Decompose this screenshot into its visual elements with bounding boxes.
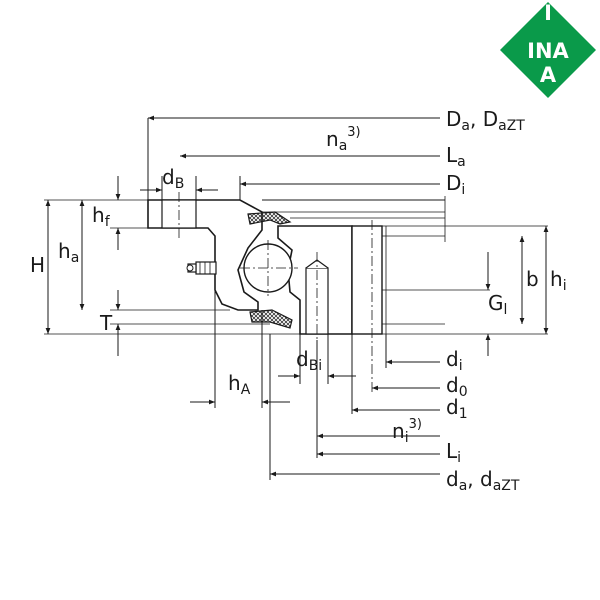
- logo-diamond: [500, 2, 596, 98]
- inner-ring: [277, 225, 353, 340]
- gear-teeth-region: [351, 220, 445, 392]
- label-ni: ni3): [392, 417, 422, 446]
- label-H: H: [30, 253, 45, 277]
- label-dBi: dBi: [296, 347, 322, 374]
- label-La: La: [446, 143, 466, 170]
- label-d0: d0: [446, 373, 468, 400]
- svg-text:La: La: [446, 143, 466, 170]
- label-hA: hA: [228, 371, 251, 398]
- label-d1: d1: [446, 395, 468, 422]
- svg-text:Li: Li: [446, 439, 461, 466]
- outer-ring: [147, 192, 263, 311]
- svg-text:dB: dB: [162, 165, 184, 192]
- label-b: b: [526, 267, 539, 291]
- label-Li: Li: [446, 439, 461, 466]
- logo-letter-top: I: [544, 1, 552, 25]
- svg-text:da, daZT: da, daZT: [446, 467, 520, 494]
- label-hi: hi: [550, 267, 567, 294]
- svg-text:ni3): ni3): [392, 417, 422, 446]
- seals: [247, 211, 293, 329]
- label-da: da, daZT: [446, 467, 520, 494]
- grease-nipple: [186, 261, 217, 275]
- svg-text:dBi: dBi: [296, 347, 322, 374]
- svg-text:Di: Di: [446, 171, 465, 198]
- svg-text:hf: hf: [92, 203, 111, 230]
- svg-text:d1: d1: [446, 395, 468, 422]
- svg-text:di: di: [446, 347, 463, 374]
- logo-text: INA: [527, 39, 569, 63]
- svg-text:d0: d0: [446, 373, 468, 400]
- label-Di: Di: [446, 171, 465, 198]
- label-T: T: [99, 311, 113, 335]
- label-di: di: [446, 347, 463, 374]
- svg-text:Da, DaZT: Da, DaZT: [446, 107, 525, 134]
- svg-text:Gl: Gl: [488, 291, 507, 318]
- svg-text:b: b: [526, 267, 539, 291]
- rolling-ball: [240, 240, 298, 296]
- label-Gl: Gl: [488, 291, 507, 318]
- svg-text:ha: ha: [58, 239, 79, 266]
- top-seal: [247, 211, 292, 225]
- svg-text:T: T: [99, 311, 113, 335]
- label-hf: hf: [92, 203, 111, 230]
- label-ha: ha: [58, 239, 79, 266]
- label-Da: Da, DaZT: [446, 107, 525, 134]
- bottom-seal: [249, 309, 293, 329]
- label-dB: dB: [162, 165, 184, 192]
- label-na: na3): [326, 125, 361, 154]
- svg-text:na3): na3): [326, 125, 361, 154]
- logo-letter-bottom: A: [540, 63, 557, 87]
- svg-text:hA: hA: [228, 371, 251, 398]
- svg-text:H: H: [30, 253, 45, 277]
- ina-logo: I INA A: [500, 1, 596, 98]
- svg-text:hi: hi: [550, 267, 567, 294]
